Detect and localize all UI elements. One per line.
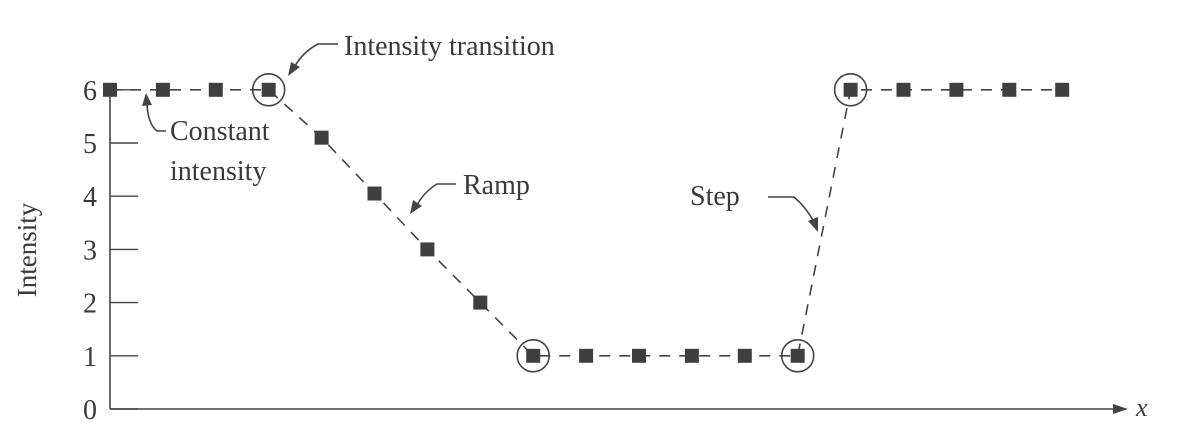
- data-point: [843, 82, 858, 97]
- annotation-intensity-transition: Intensity transition: [344, 31, 555, 62]
- x-axis-label: x: [1135, 393, 1148, 422]
- data-point: [949, 82, 964, 97]
- data-point: [103, 82, 117, 97]
- data-point: [367, 186, 382, 201]
- data-point: [526, 348, 541, 363]
- x-axis-arrowhead: [1113, 404, 1128, 414]
- data-point: [579, 348, 594, 363]
- annotation-constant-line2: intensity: [170, 156, 266, 187]
- transition-circle: [780, 338, 815, 373]
- leader-step: [768, 196, 815, 223]
- y-axis-label: Intensity: [12, 202, 42, 297]
- data-point: [155, 82, 170, 97]
- data-point: [314, 130, 329, 145]
- data-point: [632, 348, 646, 363]
- data-point: [684, 348, 699, 363]
- data-point: [473, 295, 488, 310]
- y-tick-label: 3: [83, 235, 97, 266]
- y-tick-label: 1: [83, 342, 97, 373]
- data-point: [790, 348, 805, 363]
- data-point: [261, 82, 276, 97]
- annotation-step: Step: [690, 181, 740, 212]
- leader-ramp-arrowhead: [410, 200, 422, 214]
- axes: 0 1 2 3 4 5 6: [83, 76, 1128, 426]
- data-point: [420, 242, 435, 257]
- data-point: [1002, 82, 1017, 97]
- transition-circle: [833, 73, 868, 107]
- leader-ramp: [416, 183, 456, 206]
- y-tick-label: 4: [83, 182, 97, 213]
- y-tick-label: 0: [83, 395, 97, 426]
- y-tick-label: 5: [83, 129, 97, 160]
- y-tick-label: 6: [83, 76, 97, 107]
- y-tick-label: 2: [83, 289, 97, 320]
- transition-circle: [516, 338, 551, 373]
- data-point: [896, 82, 911, 97]
- leader-step-arrowhead: [808, 217, 818, 232]
- leader-constant-arrowhead: [142, 93, 152, 106]
- leader-constant: [146, 103, 166, 132]
- annotation-constant-line1: Constant: [170, 116, 270, 147]
- data-point: [208, 82, 223, 97]
- series: [103, 73, 1070, 373]
- leader-intensity-transition-arrowhead: [288, 62, 300, 76]
- data-point: [1055, 82, 1070, 97]
- annotation-ramp: Ramp: [463, 170, 530, 201]
- leader-intensity-transition: [294, 43, 338, 67]
- data-point: [737, 348, 752, 363]
- transition-circle: [251, 73, 286, 107]
